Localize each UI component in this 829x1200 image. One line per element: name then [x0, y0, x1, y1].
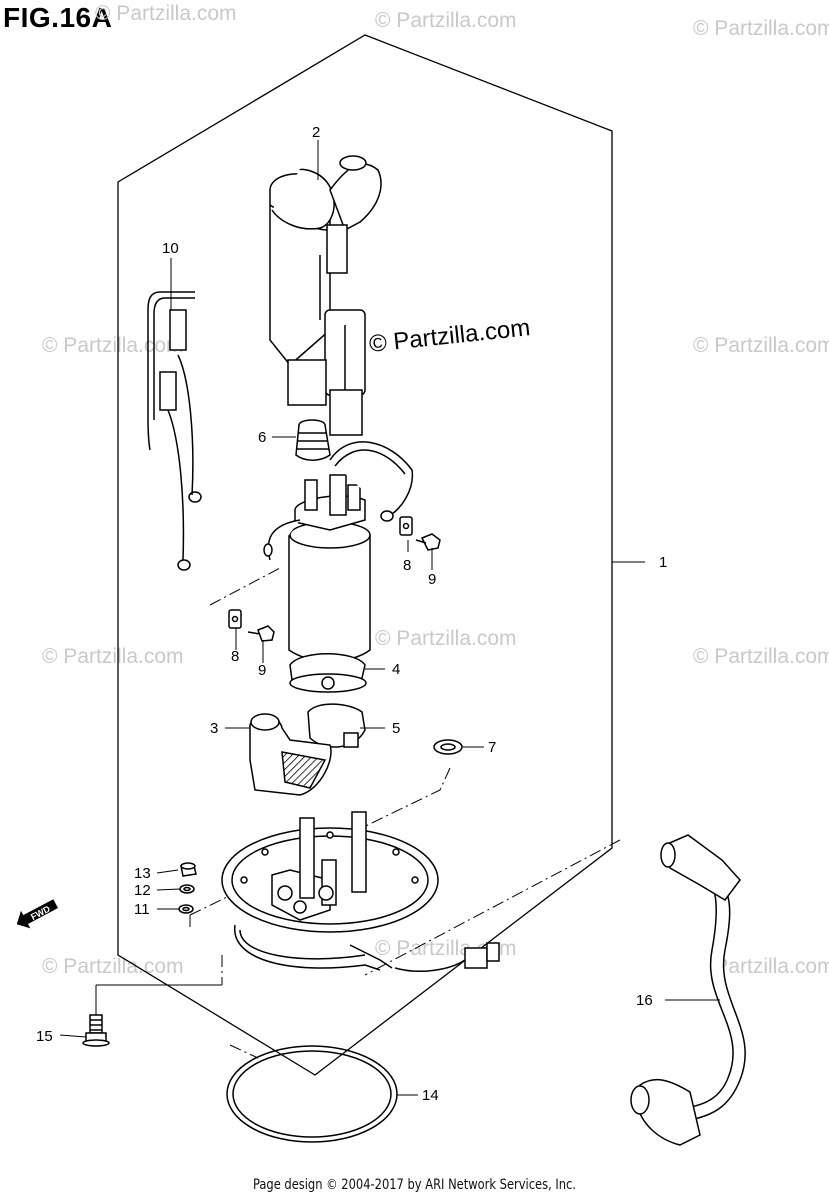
fuel-hose: [630, 834, 746, 1146]
watermark: © Partzilla.com: [693, 17, 829, 40]
watermark: © Partzilla.com: [95, 2, 237, 25]
filter-holder: [307, 703, 366, 748]
watermark: © Partzilla.com: [42, 645, 184, 668]
rubber-bushing: [295, 419, 331, 461]
pump-cushion-ring: [289, 653, 367, 693]
callout-10: 10: [162, 240, 179, 257]
callout-15: 15: [36, 1028, 53, 1045]
watermark: © Partzilla.com: [693, 955, 829, 978]
watermark: © Partzilla.com: [42, 334, 184, 357]
o-ring-large: [226, 1045, 398, 1143]
callout-1: 1: [659, 554, 667, 571]
watermark: © Partzilla.com: [375, 627, 517, 650]
callout-11: 11: [134, 901, 150, 918]
figure-title: FIG.16A: [3, 2, 113, 33]
partzilla-watermark: © Partzilla.com: [368, 314, 532, 358]
leader-lines: [59, 140, 720, 1096]
callout-8: 8: [403, 557, 411, 574]
fwd-arrow-icon: FWD: [16, 899, 59, 929]
callout-9: 9: [428, 571, 436, 588]
watermark: © Partzilla.com: [42, 955, 184, 978]
callout-8: 8: [231, 648, 239, 665]
callout-13: 13: [134, 865, 151, 882]
watermark: © Partzilla.com: [693, 334, 829, 357]
callout-9: 9: [258, 662, 266, 679]
watermark-layer: © Partzilla.com © Partzilla.com © Partzi…: [42, 2, 829, 978]
callout-2: 2: [312, 124, 320, 141]
callout-12: 12: [134, 882, 151, 899]
nut-and-washers: [178, 862, 197, 914]
fuel-pump-base-plate: [221, 811, 500, 973]
fuel-filter: [249, 713, 332, 796]
callout-16: 16: [636, 992, 653, 1009]
callout-4: 4: [392, 661, 400, 678]
callout-3: 3: [210, 720, 218, 737]
flange-bolt: [82, 1014, 110, 1047]
watermark: © Partzilla.com: [375, 9, 517, 32]
wiring-bracket: [147, 291, 202, 571]
fuel-pump-housing: [269, 155, 382, 436]
callout-14: 14: [422, 1087, 439, 1104]
o-ring-small: [433, 739, 463, 755]
fuel-pump-motor: [263, 441, 414, 662]
callout-5: 5: [392, 720, 400, 737]
callout-7: 7: [488, 739, 496, 756]
callout-6: 6: [258, 429, 266, 446]
watermark: © Partzilla.com: [693, 645, 829, 668]
page-footer: Page design © 2004-2017 by ARI Network S…: [252, 1177, 577, 1193]
clamp-and-screw: [228, 516, 441, 642]
callout-labels: 1 2 3 4 5 6 7 8 8 9 9 10 11 12 13 14 15 …: [36, 124, 667, 1104]
assembly-outline: [117, 34, 613, 1076]
